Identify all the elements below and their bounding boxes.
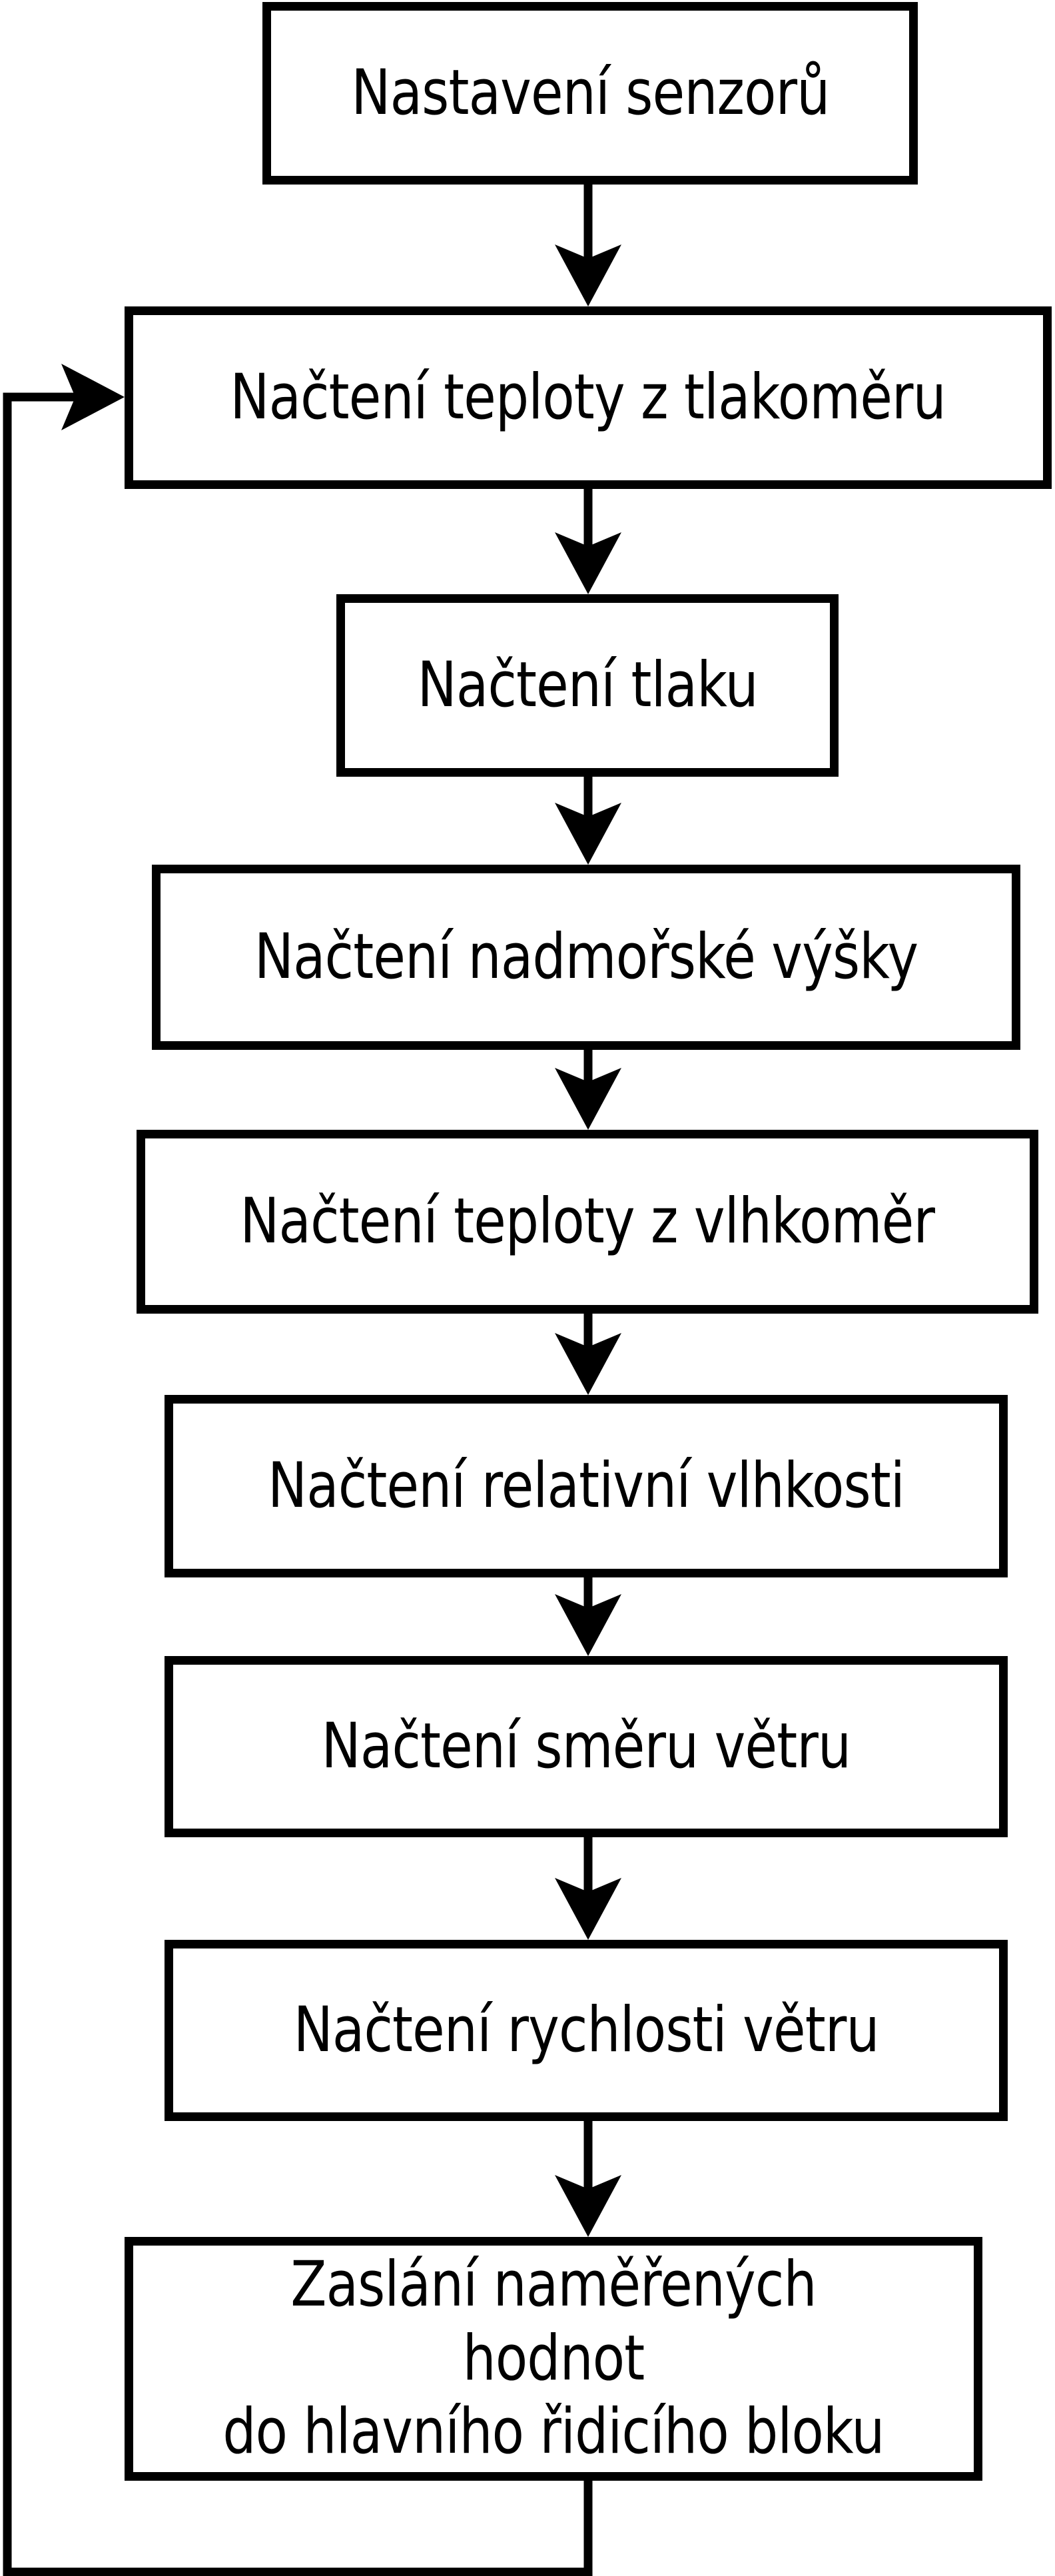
flow-node-sensor-setup: Nastavení senzorů <box>262 2 918 185</box>
loop-back-connector-icon <box>3 364 593 2576</box>
flow-node-wind-speed-label: Načtení rychlosti větru <box>293 1993 880 2066</box>
flow-node-wind-direction-label: Načtení směru větru <box>321 1709 851 1783</box>
flow-node-altitude-label: Načtení nadmořské výšky <box>254 920 918 993</box>
arrow-humidity-to-winddirection-icon <box>555 1573 621 1656</box>
flow-node-pressure: Načtení tlaku <box>336 594 839 777</box>
arrow-barometer-to-pressure-icon <box>555 484 621 594</box>
flow-node-relative-humidity: Načtení relativní vlhkosti <box>165 1395 1008 1577</box>
flow-node-altitude: Načtení nadmořské výšky <box>152 865 1020 1050</box>
flow-node-temp-from-hygrometer: Načtení teploty z vlhkoměr <box>137 1130 1038 1314</box>
arrow-windspeed-to-send-icon <box>555 2117 621 2237</box>
flow-node-temp-from-barometer-label: Načtení teploty z tlakoměru <box>230 360 946 434</box>
flow-node-wind-speed: Načtení rychlosti větru <box>165 1940 1008 2121</box>
arrow-altitude-to-hygrometer-icon <box>555 1046 621 1130</box>
flow-node-send-measured-values-label: Zaslání naměřených hodnot do hlavního ři… <box>222 2248 884 2469</box>
arrow-winddirection-to-windspeed-icon <box>555 1833 621 1940</box>
flow-node-pressure-label: Načtení tlaku <box>417 648 758 721</box>
flow-node-temp-from-barometer: Načtení teploty z tlakoměru <box>125 306 1052 489</box>
flow-node-relative-humidity-label: Načtení relativní vlhkosti <box>268 1449 905 1522</box>
arrow-pressure-to-altitude-icon <box>555 773 621 865</box>
flow-node-temp-from-hygrometer-label: Načtení teploty z vlhkoměr <box>240 1184 936 1258</box>
flow-node-sensor-setup-label: Nastavení senzorů <box>350 56 830 129</box>
flow-node-wind-direction: Načtení směru větru <box>165 1656 1008 1837</box>
arrow-hygrometer-to-humidity-icon <box>555 1310 621 1395</box>
arrow-setup-to-barometer-icon <box>555 179 621 306</box>
flow-node-send-measured-values: Zaslání naměřených hodnot do hlavního ři… <box>125 2237 982 2481</box>
